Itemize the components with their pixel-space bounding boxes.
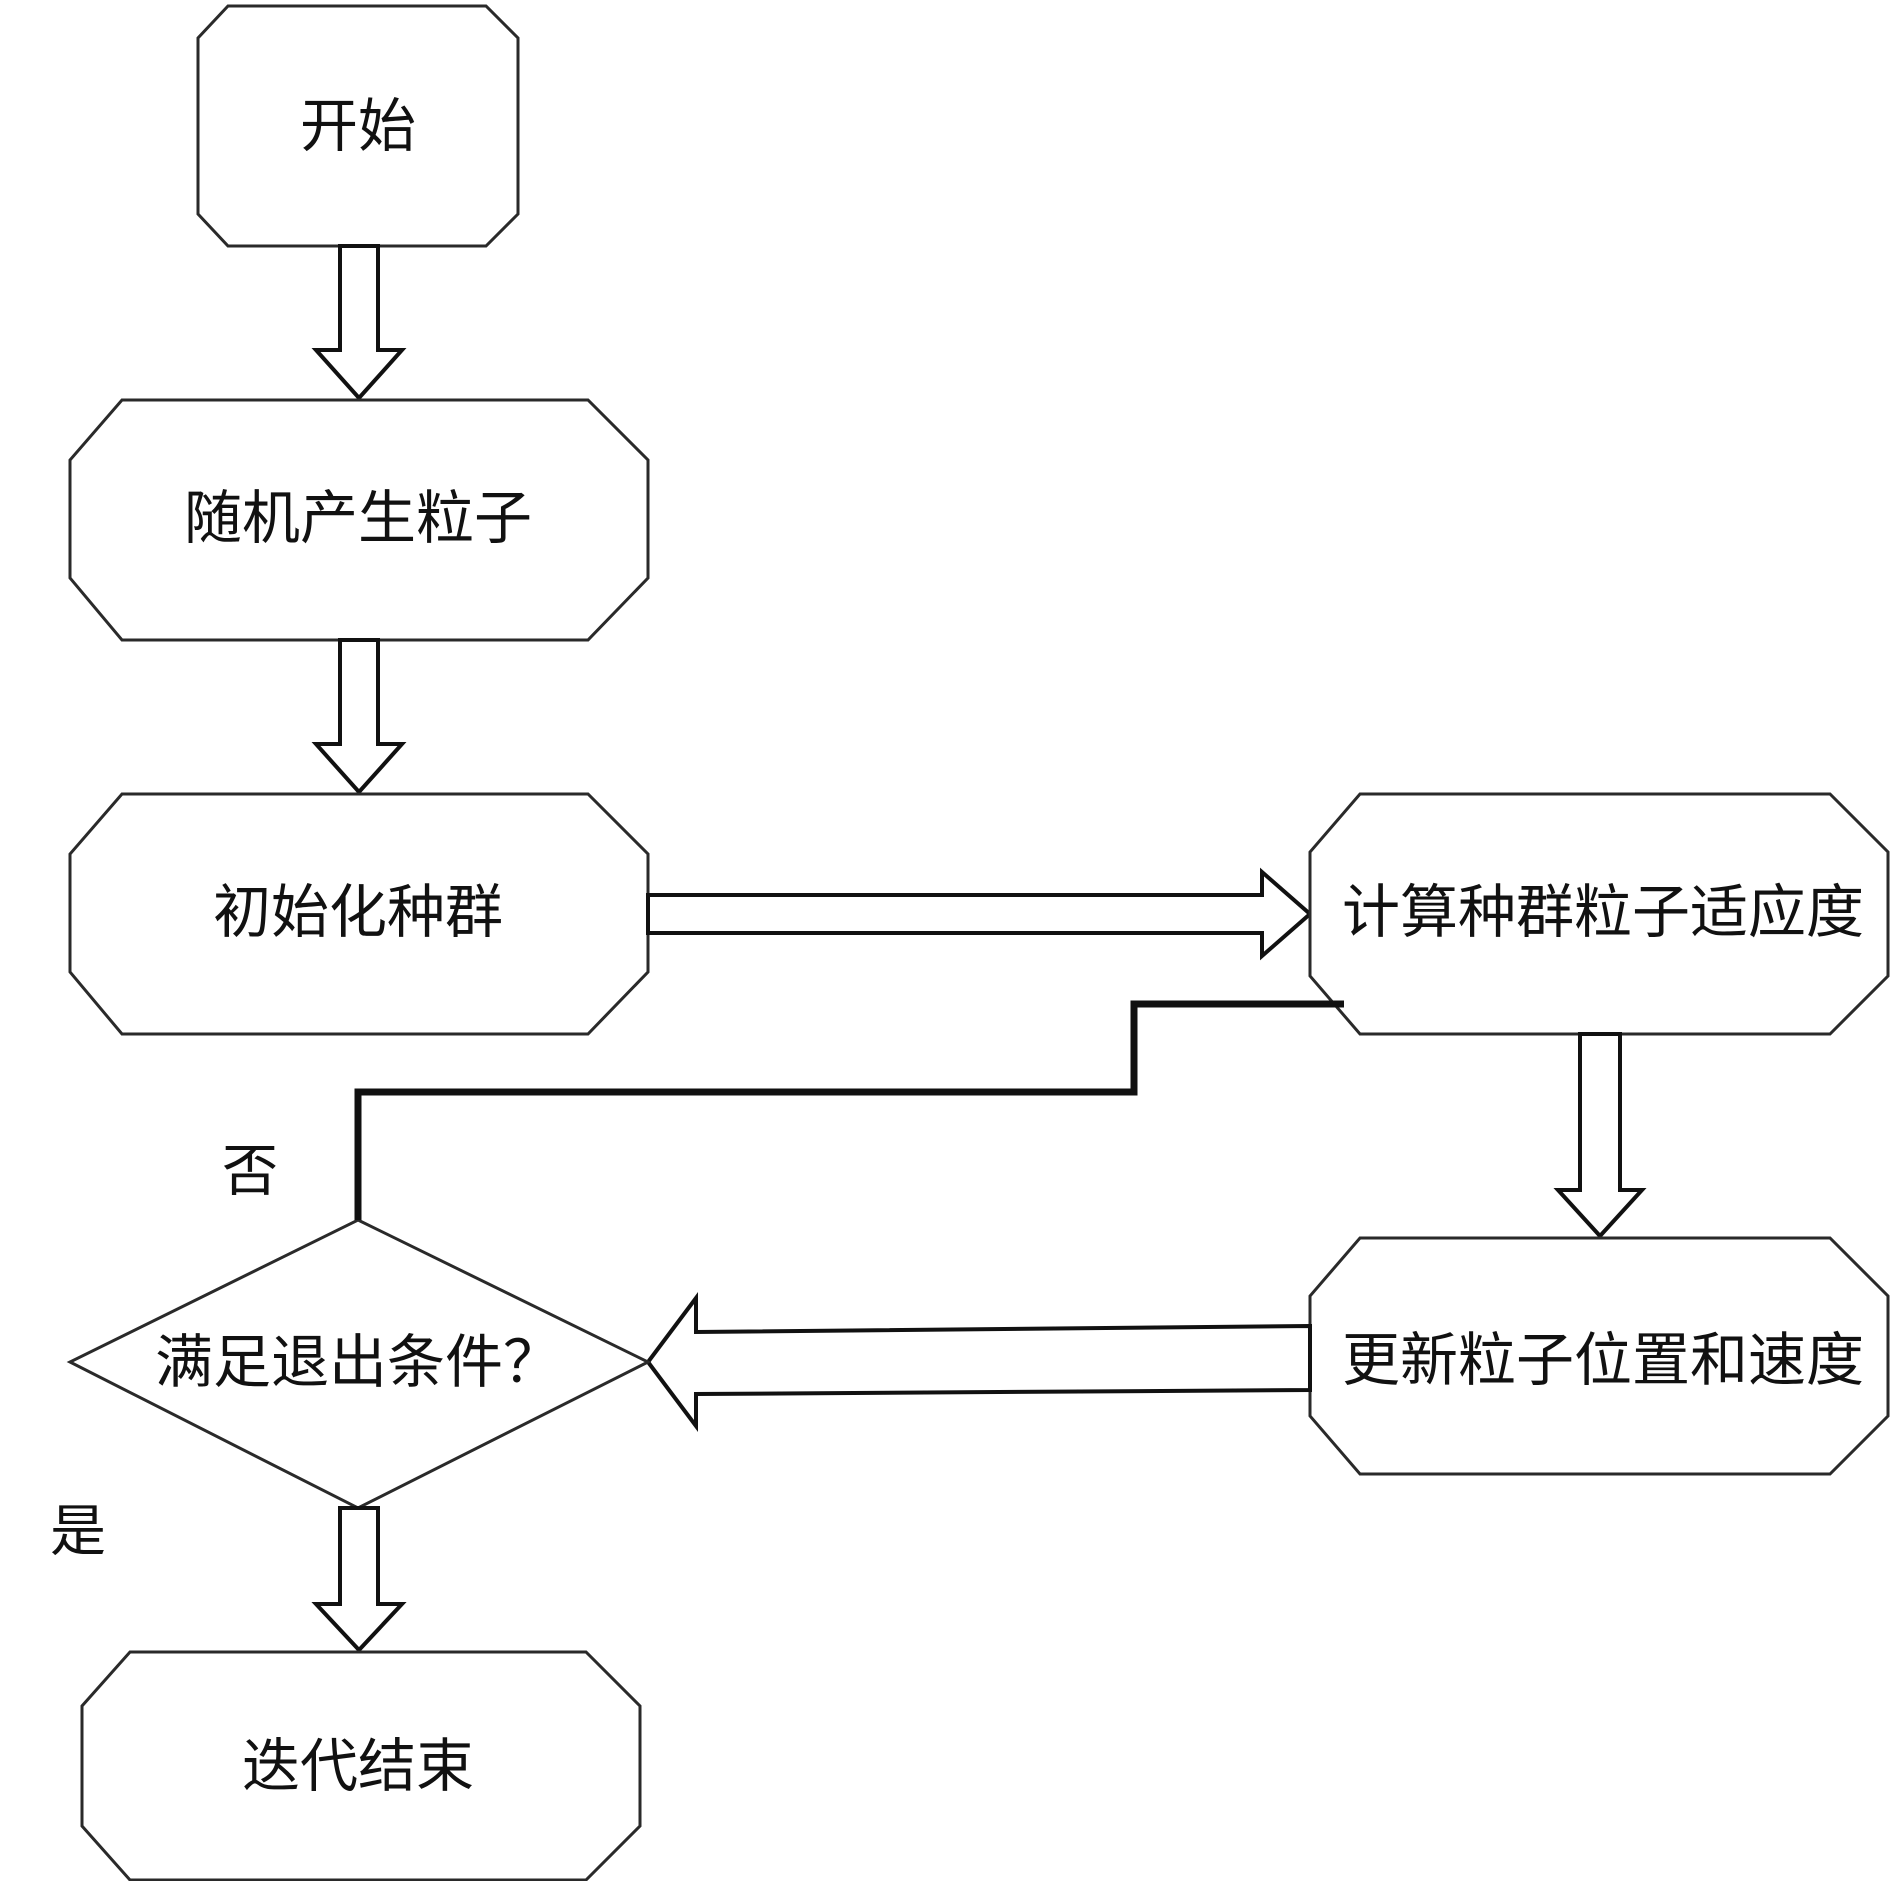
arrow-down-4 — [311, 1506, 407, 1653]
node-compute-fitness: 计算种群粒子适应度 — [1308, 792, 1890, 1036]
node-iteration-end: 迭代结束 — [80, 1650, 642, 1881]
node-init-population: 初始化种群 — [68, 792, 650, 1036]
node-exit-condition: 满足退出条件？ — [66, 1218, 652, 1510]
node-compute-fitness-label: 计算种群粒子适应度 — [1342, 878, 1864, 946]
node-start: 开始 — [196, 4, 520, 248]
node-start-label: 开始 — [300, 92, 416, 160]
arrow-left-1 — [645, 1292, 1312, 1432]
node-update-position-velocity-label: 更新粒子位置和速度 — [1342, 1326, 1864, 1394]
label-no: 否 — [164, 1140, 330, 1206]
label-yes-text: 是 — [50, 1500, 106, 1565]
arrow-down-2 — [311, 638, 407, 795]
loop-line-no — [354, 1000, 1344, 1220]
node-init-population-label: 初始化种群 — [213, 878, 503, 946]
arrow-down-1 — [311, 244, 407, 401]
node-random-particles: 随机产生粒子 — [68, 398, 650, 642]
node-update-position-velocity: 更新粒子位置和速度 — [1308, 1236, 1890, 1476]
node-exit-condition-label: 满足退出条件？ — [155, 1328, 561, 1396]
node-random-particles-label: 随机产生粒子 — [184, 484, 532, 552]
arrow-down-3 — [1553, 1032, 1647, 1239]
label-yes: 是 — [0, 1470, 164, 1604]
label-no-text: 否 — [222, 1140, 278, 1205]
node-iteration-end-label: 迭代结束 — [242, 1732, 474, 1800]
arrow-right-1 — [646, 867, 1314, 961]
